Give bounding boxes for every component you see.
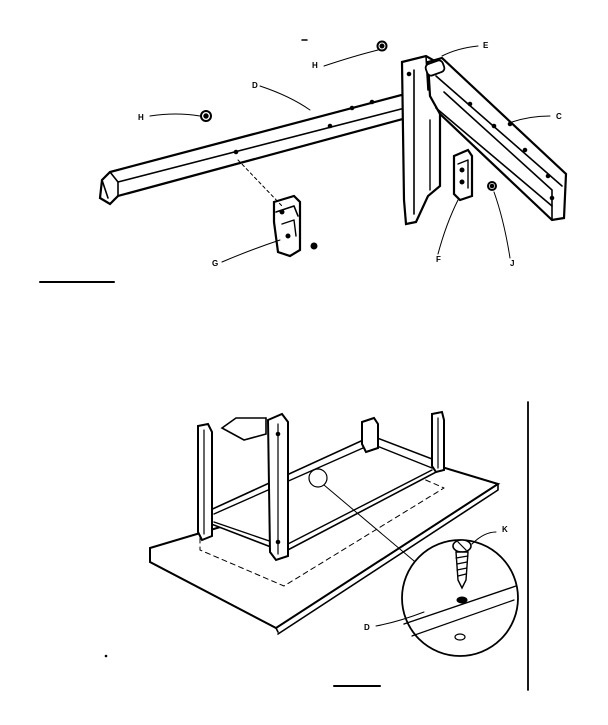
detail-callout-line <box>323 484 421 567</box>
post-hole <box>406 71 412 77</box>
label-g: G <box>212 259 218 268</box>
bracket-hole <box>459 167 465 173</box>
bracket-f <box>452 148 474 202</box>
bracket-hole <box>279 209 285 215</box>
rail-hole <box>369 99 375 105</box>
leader-j <box>493 191 511 259</box>
rail-hole <box>233 149 239 155</box>
bracket-hole <box>459 179 465 185</box>
rail-hole <box>507 121 513 127</box>
leader-h-top <box>323 49 379 67</box>
detail-magnified <box>375 531 519 657</box>
label-k: K <box>502 525 508 534</box>
leader-c <box>511 115 551 123</box>
corner-bracket-e <box>424 59 446 77</box>
bracket-g <box>237 159 318 258</box>
washer-icon <box>456 596 468 604</box>
screw-k-icon <box>452 539 472 590</box>
leader-d-bottom <box>375 611 425 627</box>
label-c: C <box>556 112 562 121</box>
label-e: E <box>483 41 489 50</box>
rail-c-short <box>424 56 568 222</box>
label-d-top: D <box>252 81 258 90</box>
pilot-hole-icon <box>454 633 466 641</box>
leader-f <box>437 199 459 255</box>
rail-hole <box>349 105 355 111</box>
rail-hole <box>545 173 551 179</box>
rail-hole <box>467 101 473 107</box>
leader-e <box>441 45 479 57</box>
lower-assembly-view: K D <box>104 401 529 691</box>
label-d-bottom: D <box>364 623 370 632</box>
label-f: F <box>436 255 441 264</box>
table-legs <box>197 410 445 562</box>
detail-callout-small <box>308 468 328 488</box>
label-h-left: H <box>138 113 144 122</box>
rail-hole <box>491 123 497 129</box>
leader-g <box>221 239 281 263</box>
leader-d-top <box>259 85 311 111</box>
rail-hole <box>549 195 555 201</box>
leader-h-left <box>149 113 201 117</box>
bracket-hole <box>285 233 291 239</box>
rail-hole <box>522 147 528 153</box>
nut-icon <box>310 242 318 250</box>
label-h-top: H <box>312 61 318 70</box>
rail-hole <box>327 123 333 129</box>
upper-assembly-view: E H D H C G F J <box>39 39 568 283</box>
label-j: J <box>510 259 514 268</box>
leader-k <box>471 531 497 545</box>
rail-d-long <box>98 86 438 206</box>
